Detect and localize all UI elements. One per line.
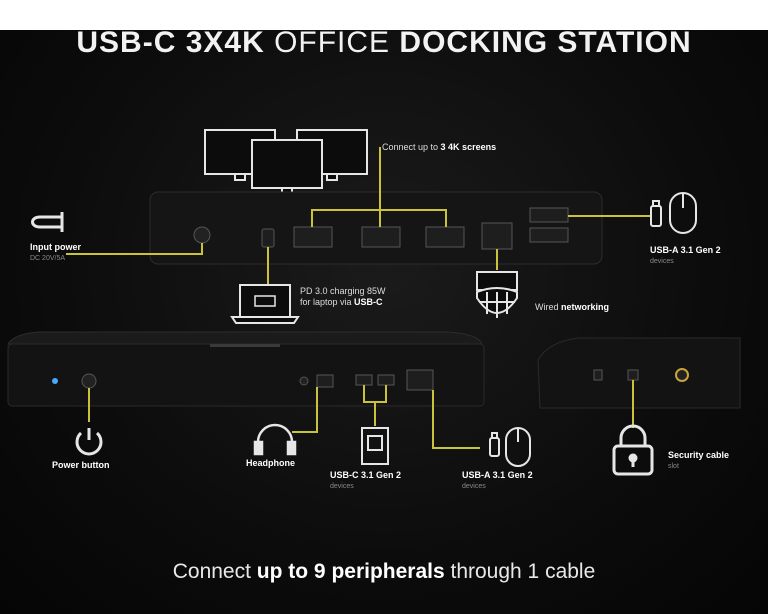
power-icon: [75, 428, 103, 456]
usba-bottom-label: USB-A 3.1 Gen 2 devices: [462, 470, 533, 492]
wired-a: Wired: [535, 302, 562, 312]
lock-icon: [612, 424, 654, 476]
headphone-label: Headphone: [246, 458, 295, 469]
screens-label: Connect up to 3 4K screens: [382, 142, 496, 153]
pd-line2b: USB-C: [354, 297, 383, 307]
pd-line2a: for laptop via: [300, 297, 355, 307]
globe-icon: [476, 271, 518, 318]
usba-bottom-text: USB-A 3.1 Gen 2: [462, 470, 533, 480]
security-text: Security cable: [668, 450, 730, 460]
usb-drive-icon: [650, 200, 662, 227]
wired-b: networking: [561, 302, 610, 312]
illustration: [7, 129, 741, 476]
footer-a: Connect: [172, 560, 257, 583]
input-power-text: Input power: [30, 242, 81, 252]
usba-top-label: USB-A 3.1 Gen 2 devices: [650, 245, 721, 267]
title-thin: OFFICE: [264, 30, 400, 59]
power-button-text: Power button: [52, 460, 110, 470]
monitors-icon: [204, 129, 368, 195]
input-power-sub: DC 20V/5A: [30, 255, 66, 262]
pd-line1: PD 3.0 charging 85W: [300, 286, 386, 296]
screens-label-a: Connect up to: [382, 142, 441, 152]
usbc-label: USB-C 3.1 Gen 2 devices: [330, 470, 401, 492]
mouse-icon-bottom: [505, 427, 531, 467]
dark-panel: USB-C 3X4K OFFICE DOCKING STATION Connec…: [0, 30, 768, 614]
laptop-icon: [230, 284, 300, 324]
footer-b: up to 9 peripherals: [256, 560, 445, 583]
input-power-label: Input power DC 20V/5A: [30, 242, 81, 264]
headphone-icon: [253, 423, 297, 456]
security-sub: slot: [668, 463, 679, 470]
wired-networking-label: Wired networking: [535, 302, 609, 313]
pd-charging-label: PD 3.0 charging 85W for laptop via USB-C: [300, 286, 386, 308]
footer-tagline: Connect up to 9 peripherals through 1 ca…: [0, 560, 768, 584]
page-title: USB-C 3X4K OFFICE DOCKING STATION: [0, 30, 768, 60]
title-bold-b: DOCKING STATION: [399, 30, 692, 59]
usba-bottom-sub: devices: [462, 483, 486, 490]
dock-side-view: [537, 337, 741, 409]
security-label: Security cable slot: [668, 450, 729, 472]
usb-c-device-icon: [361, 427, 389, 465]
dock-back-view: [149, 191, 603, 265]
usba-top-sub: devices: [650, 258, 674, 265]
usb-drive-icon-bottom: [489, 432, 500, 457]
power-plug-icon: [31, 212, 64, 232]
footer-c: through 1 cable: [444, 560, 596, 583]
mouse-icon: [669, 192, 697, 234]
title-bold-a: USB-C 3X4K: [76, 30, 265, 59]
usbc-sub: devices: [330, 483, 354, 490]
power-button-label: Power button: [52, 460, 110, 471]
dock-front-view: [7, 331, 485, 407]
headphone-text: Headphone: [246, 458, 296, 468]
usba-top-text: USB-A 3.1 Gen 2: [650, 245, 721, 255]
screens-label-b: 3 4K screens: [440, 142, 497, 152]
usbc-text: USB-C 3.1 Gen 2: [330, 470, 402, 480]
